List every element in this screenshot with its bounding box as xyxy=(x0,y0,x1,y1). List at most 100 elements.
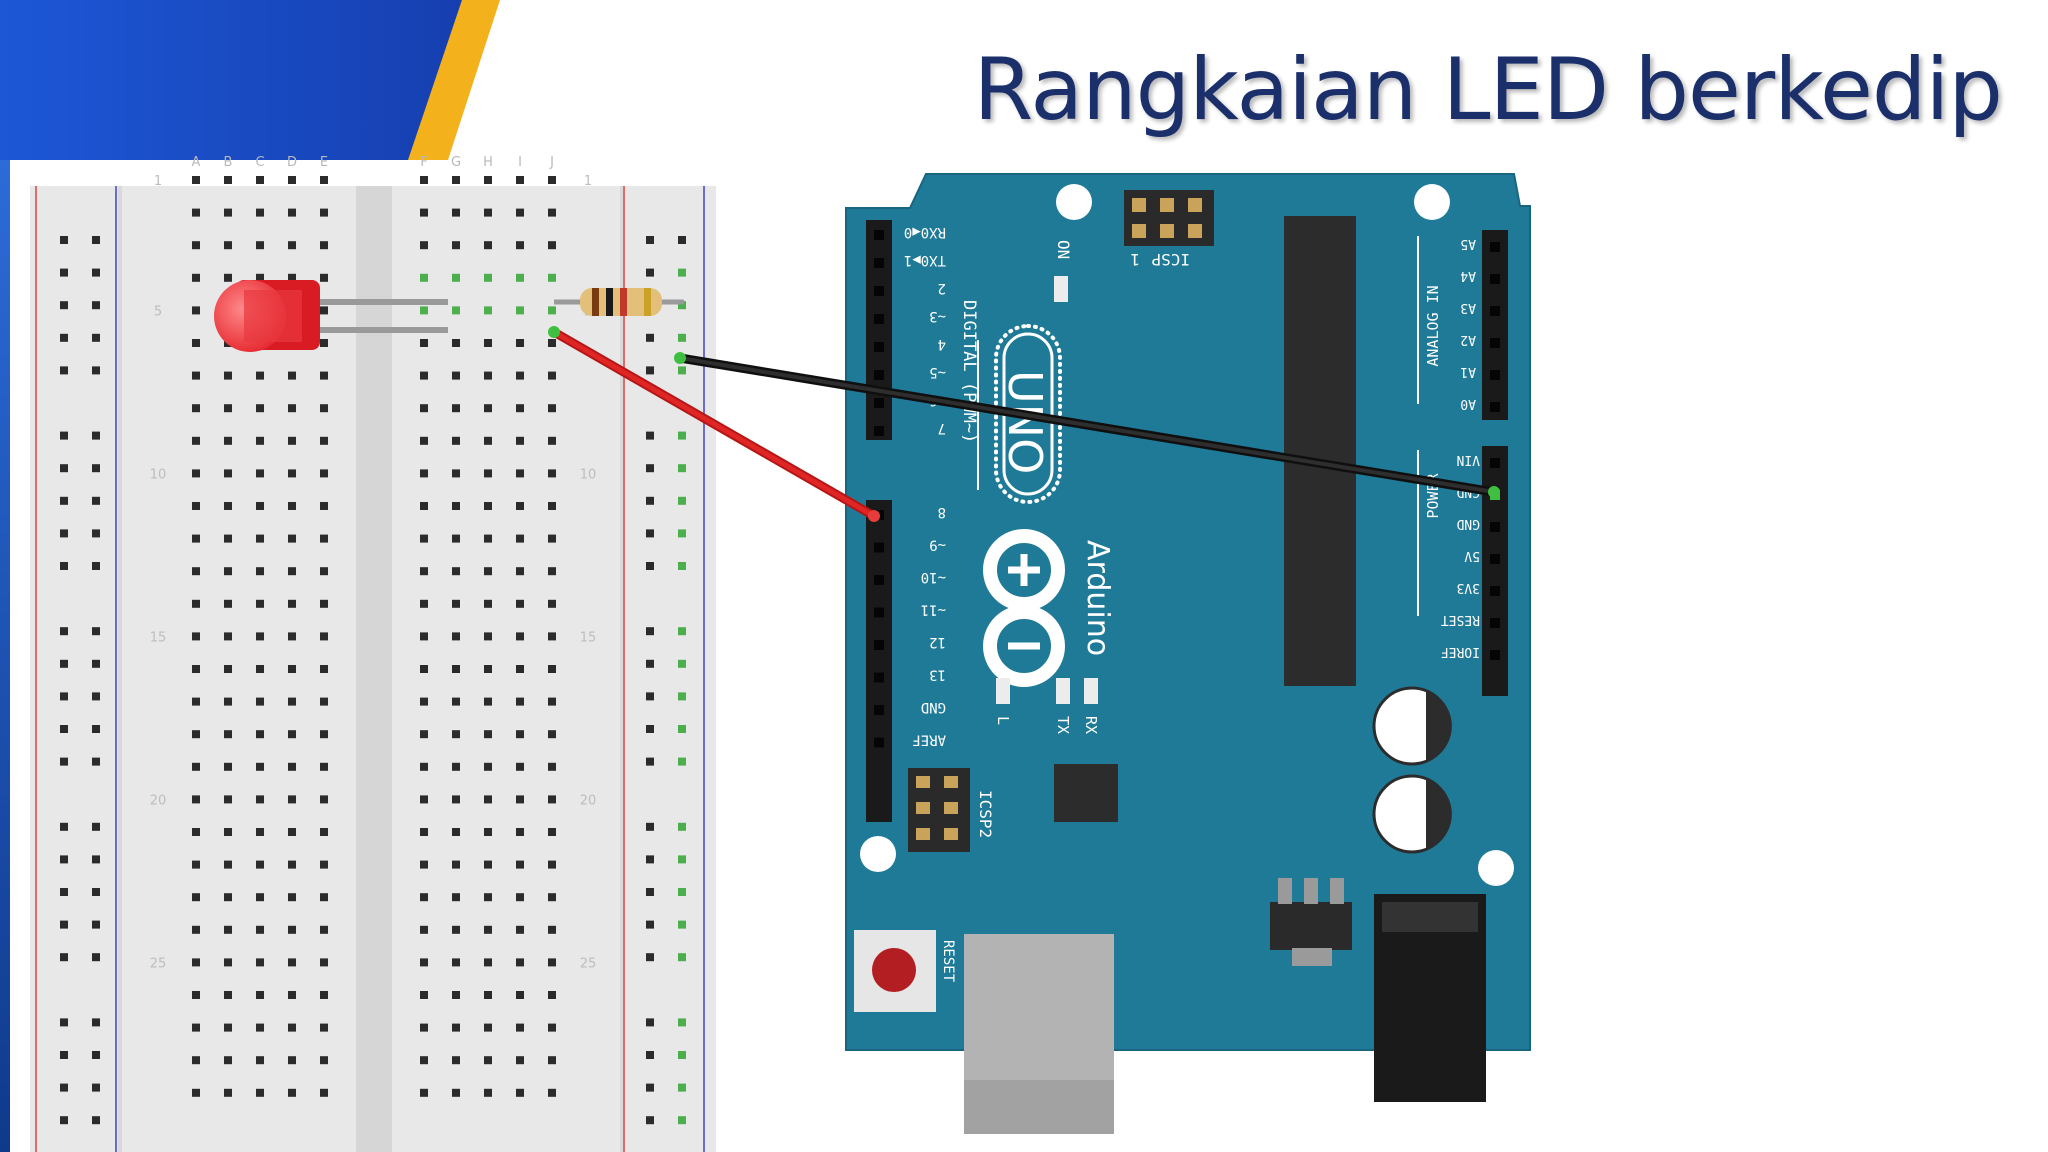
analog-pin-label: A5 xyxy=(1460,236,1476,251)
breadboard-hole xyxy=(256,469,264,478)
rail-hole xyxy=(92,562,100,570)
rail-hole xyxy=(646,496,654,505)
breadboard-hole xyxy=(548,1023,556,1032)
row-number: 15 xyxy=(150,630,167,645)
breadboard-hole xyxy=(548,208,556,217)
breadboard-hole xyxy=(288,208,296,217)
column-letter: D xyxy=(287,155,297,170)
rail-hole xyxy=(678,1083,686,1092)
reset-label: RESET xyxy=(940,940,956,983)
rail-hole xyxy=(92,1051,100,1059)
breadboard-hole xyxy=(516,176,524,184)
header-pin xyxy=(1490,522,1500,532)
power-pin-labels: VINGNDGND5V3V3RESETIOREF xyxy=(1441,452,1500,660)
breadboard-hole xyxy=(256,925,264,934)
breadboard-hole xyxy=(420,436,428,445)
breadboard-hole xyxy=(288,632,296,641)
breadboard-hole xyxy=(224,534,232,543)
breadboard-hole xyxy=(288,795,296,804)
rail-hole xyxy=(678,855,686,864)
microcontroller-chip xyxy=(1284,216,1356,686)
breadboard-hole xyxy=(484,762,492,771)
breadboard-hole xyxy=(192,665,200,673)
analog-pin-label: A1 xyxy=(1460,364,1476,379)
breadboard-hole xyxy=(288,273,296,282)
breadboard-hole xyxy=(420,697,428,706)
header-pin xyxy=(1490,458,1500,468)
breadboard-hole xyxy=(256,893,264,902)
row-number: 1 xyxy=(154,174,162,189)
breadboard-hole xyxy=(288,469,296,478)
breadboard-hole xyxy=(452,273,460,282)
rail-hole xyxy=(60,659,68,668)
breadboard-hole xyxy=(224,208,232,217)
breadboard-hole xyxy=(484,697,492,706)
usb-connector xyxy=(964,934,1114,1134)
rail-hole xyxy=(678,529,686,538)
breadboard-hole xyxy=(320,925,328,934)
breadboard-hole xyxy=(484,893,492,902)
power-pin-label: GND xyxy=(1456,516,1480,531)
breadboard-hole xyxy=(548,371,556,380)
header-pin xyxy=(874,575,884,585)
rail-hole xyxy=(678,725,686,733)
breadboard-hole xyxy=(256,697,264,706)
rail-hole xyxy=(60,464,68,473)
breadboard-hole xyxy=(452,1088,460,1097)
breadboard-hole xyxy=(224,632,232,641)
breadboard-hole xyxy=(452,436,460,445)
breadboard-hole xyxy=(192,1088,200,1097)
rail-hole xyxy=(60,920,68,929)
breadboard-hole xyxy=(224,371,232,380)
rail-hole xyxy=(646,725,654,733)
power-pin-label: 3V3 xyxy=(1457,580,1480,595)
rail-hole xyxy=(60,529,68,538)
breadboard-hole xyxy=(548,404,556,413)
digital-pin-label: 12 xyxy=(929,634,946,650)
breadboard-hole xyxy=(548,241,556,250)
breadboard-hole xyxy=(452,502,460,510)
breadboard-hole xyxy=(320,991,328,999)
breadboard-hole xyxy=(516,371,524,380)
rail-hole xyxy=(646,953,654,962)
header-pin xyxy=(874,342,884,352)
breadboard-hole xyxy=(452,925,460,934)
breadboard-hole xyxy=(224,828,232,836)
rail-hole xyxy=(92,301,100,310)
breadboard-hole xyxy=(288,534,296,543)
breadboard-hole xyxy=(484,632,492,641)
breadboard-hole xyxy=(484,1088,492,1097)
breadboard-hole xyxy=(320,697,328,706)
digital-pin-label: AREF xyxy=(912,732,946,748)
breadboard-hole xyxy=(452,730,460,739)
breadboard-hole xyxy=(320,1023,328,1032)
breadboard-hole xyxy=(484,828,492,836)
on-led xyxy=(1054,276,1068,302)
rail-hole xyxy=(646,920,654,929)
breadboard-hole xyxy=(548,176,556,184)
breadboard-hole xyxy=(420,860,428,869)
breadboard-hole xyxy=(288,1023,296,1032)
breadboard-hole xyxy=(224,1056,232,1065)
breadboard-hole xyxy=(224,697,232,706)
breadboard-hole xyxy=(484,371,492,380)
breadboard-hole xyxy=(320,665,328,673)
breadboard-hole xyxy=(452,893,460,902)
breadboard-hole xyxy=(516,567,524,576)
breadboard-hole xyxy=(256,828,264,836)
column-letter: I xyxy=(518,155,522,170)
breadboard-hole xyxy=(320,241,328,250)
breadboard-hole xyxy=(548,828,556,836)
breadboard-hole xyxy=(192,730,200,739)
breadboard-hole xyxy=(420,665,428,673)
rail-hole xyxy=(60,953,68,962)
breadboard-hole xyxy=(192,599,200,608)
breadboard-hole xyxy=(256,534,264,543)
analog-pin-label: A2 xyxy=(1460,332,1476,347)
reset-button[interactable] xyxy=(854,930,936,1012)
red-led-icon xyxy=(214,280,320,352)
breadboard-hole xyxy=(320,469,328,478)
breadboard-hole xyxy=(256,208,264,217)
rail-hole xyxy=(646,562,654,570)
